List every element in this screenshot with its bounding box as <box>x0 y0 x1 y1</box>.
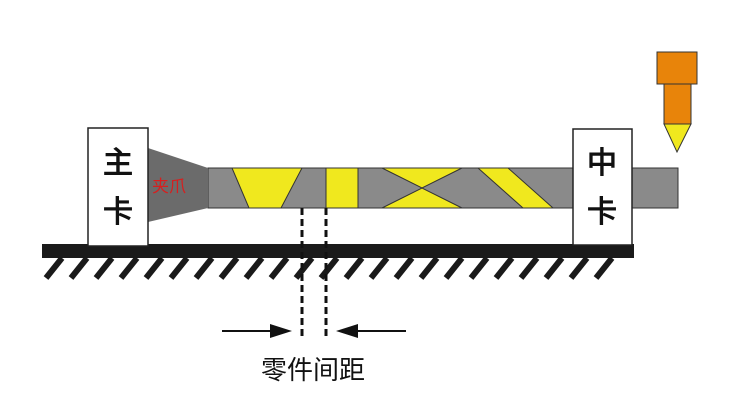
hatch-mark <box>43 256 65 280</box>
part-block <box>325 167 359 209</box>
hatch-mark <box>218 256 240 280</box>
hatch-mark <box>593 256 615 280</box>
hatch-mark <box>468 256 490 280</box>
cutting-tool <box>656 51 698 154</box>
hatch-mark <box>118 256 140 280</box>
part-triangle-bottom <box>381 187 463 209</box>
hatch-mark <box>168 256 190 280</box>
tool-holder <box>656 51 698 85</box>
main-chuck: 主 卡 <box>87 127 149 247</box>
tool-shank <box>663 83 692 125</box>
hatch-mark <box>543 256 565 280</box>
hatch-mark <box>518 256 540 280</box>
main-chuck-box <box>87 127 149 247</box>
machine-bed <box>42 244 634 280</box>
bed-hatching <box>43 256 615 280</box>
hatch-mark <box>268 256 290 280</box>
arrow-left-head <box>270 324 292 338</box>
hatch-mark <box>143 256 165 280</box>
main-chuck-label-bottom: 卡 <box>103 195 133 230</box>
hatch-mark <box>343 256 365 280</box>
hatch-mark <box>443 256 465 280</box>
parts <box>231 167 555 209</box>
center-chuck-box <box>572 128 633 246</box>
tool-tip <box>663 123 692 154</box>
hatch-mark <box>393 256 415 280</box>
hatch-mark <box>68 256 90 280</box>
main-chuck-label-top: 主 <box>103 146 133 181</box>
hatch-mark <box>293 256 315 280</box>
part-triangle-top <box>381 167 463 189</box>
bed-bar <box>42 244 634 258</box>
part-trapezoid <box>231 167 303 209</box>
part-slant <box>476 167 555 209</box>
gap-arrows <box>222 324 406 338</box>
hatch-mark <box>368 256 390 280</box>
hatch-mark <box>93 256 115 280</box>
hatch-mark <box>568 256 590 280</box>
arrow-right-head <box>336 324 358 338</box>
hatch-mark <box>493 256 515 280</box>
jaw <box>148 148 208 222</box>
hatch-mark <box>418 256 440 280</box>
jaw-label: 夹爪 <box>152 177 186 197</box>
center-chuck-label-bottom: 卡 <box>587 195 617 230</box>
center-chuck: 中 卡 <box>572 128 633 246</box>
hatch-mark <box>243 256 265 280</box>
hatch-mark <box>318 256 340 280</box>
hatch-mark <box>193 256 215 280</box>
center-chuck-label-top: 中 <box>587 146 617 181</box>
part-gap-label: 零件间距 <box>261 356 365 386</box>
